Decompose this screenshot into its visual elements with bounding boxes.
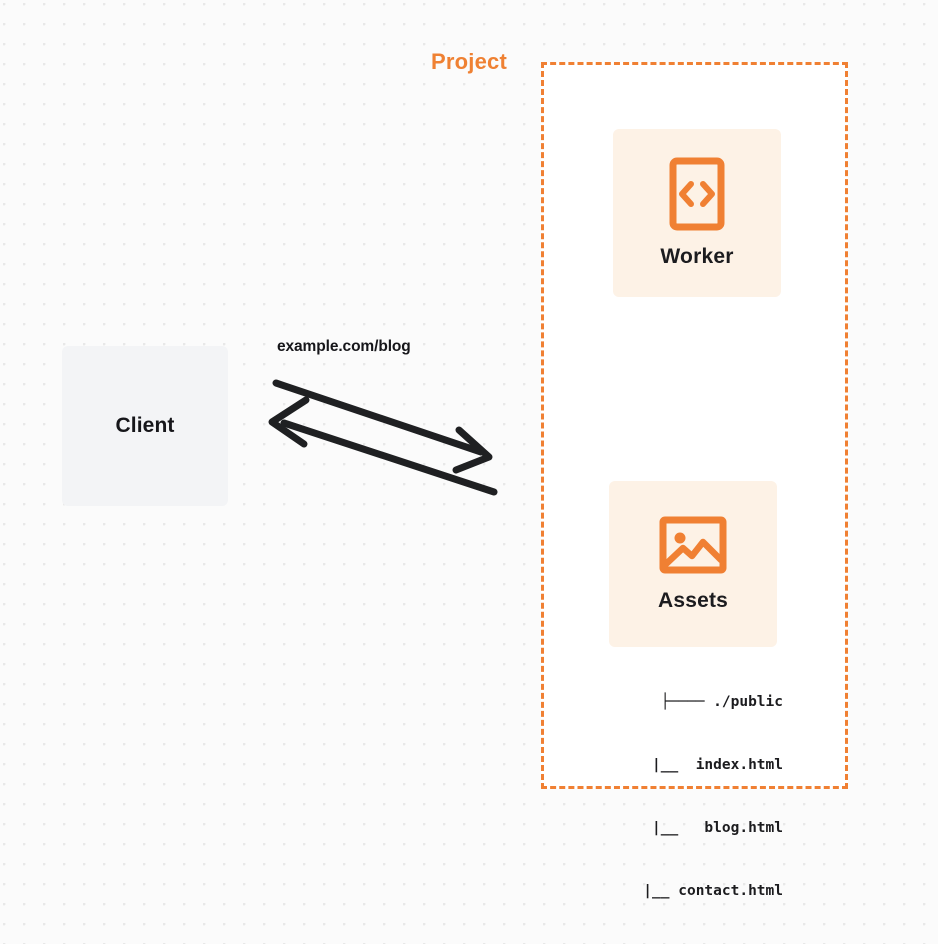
diagram-canvas: Client example.com/blog Project Worker xyxy=(62,49,848,899)
asset-file-tree: ├──── ./public |__ index.html |__ blog.h… xyxy=(588,650,783,944)
worker-card[interactable]: Worker xyxy=(613,129,781,297)
assets-card[interactable]: Assets xyxy=(609,481,777,647)
file-tree-row: |__ index.html xyxy=(617,757,783,773)
worker-label: Worker xyxy=(660,245,734,268)
code-brackets-icon xyxy=(669,157,725,231)
file-tree-row: |__ contact.html xyxy=(608,883,783,899)
file-tree-row: ├──── ./public xyxy=(660,694,783,710)
response-arrow xyxy=(268,396,498,496)
assets-label: Assets xyxy=(657,589,729,612)
client-label: Client xyxy=(115,414,175,437)
request-arrow xyxy=(272,379,493,474)
image-icon xyxy=(659,516,727,574)
file-tree-row: |__ blog.html xyxy=(617,820,783,836)
project-title: Project xyxy=(425,49,513,75)
client-node[interactable]: Client xyxy=(62,346,228,506)
edge-label: example.com/blog xyxy=(277,338,411,355)
